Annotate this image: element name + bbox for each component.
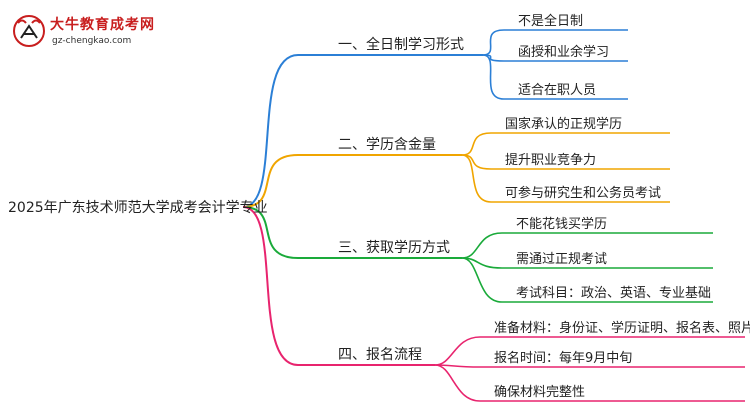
branch-topic-1: 一、全日制学习形式: [338, 36, 464, 53]
branch-topic-3: 三、获取学历方式: [338, 240, 450, 256]
leaf-topic-3-3: 考试科目：政治、英语、专业基础: [516, 286, 711, 301]
branch-connector-3: [242, 206, 462, 259]
leaf-connector-3-1: [461, 232, 713, 259]
leaf-connector-1-2: [482, 54, 628, 62]
leaf-topic-2-1: 国家承认的正规学历: [505, 116, 622, 132]
leaf-connector-2-3: [461, 154, 670, 203]
leaf-connector-2-1: [461, 132, 670, 156]
leaf-topic-4-2: 报名时间：每年9月中旬: [494, 350, 632, 366]
leaf-topic-1-3: 适合在职人员: [518, 83, 596, 98]
leaf-connector-3-3: [461, 257, 713, 303]
leaf-connector-2-2: [461, 154, 670, 170]
leaf-topic-3-1: 不能花钱买学历: [516, 216, 607, 232]
leaf-topic-4-3: 确保材料完整性: [494, 385, 585, 400]
leaf-topic-1-1: 不是全日制: [518, 13, 583, 29]
branch-topic-4: 四、报名流程: [338, 347, 422, 363]
branch-connector-1: [242, 54, 483, 208]
bull-logo-icon: [13, 15, 45, 47]
logo: 大牛教育成考网 gz-chengkao.com: [8, 8, 178, 52]
connector-lines: [242, 29, 745, 402]
branch-topic-2: 二、学历含金量: [338, 137, 436, 153]
mind-map-nodes: 2025年广东技术师范大学成考会计学专业 一、全日制学习形式 不是全日制函授和业余学…: [8, 13, 750, 400]
leaf-connector-3-2: [461, 257, 713, 269]
branch-connector-4: [242, 206, 435, 366]
leaf-topic-1-2: 函授和业余学习: [518, 44, 609, 60]
branch-connector-2: [242, 154, 462, 208]
leaf-connector-1-3: [482, 54, 628, 100]
leaf-topic-2-2: 提升职业竞争力: [505, 152, 596, 168]
leaf-connector-4-3: [434, 364, 745, 402]
leaf-topic-2-3: 可参与研究生和公务员考试: [505, 185, 661, 201]
logo-title: 大牛教育成考网: [50, 17, 155, 33]
leaf-connector-4-2: [434, 364, 745, 368]
logo-url: gz-chengkao.com: [52, 36, 132, 46]
leaf-topic-4-1: 准备材料：身份证、学历证明、报名表、照片: [494, 320, 750, 336]
leaf-connector-1-1: [482, 29, 628, 56]
leaf-topic-3-2: 需通过正规考试: [516, 252, 607, 267]
root-topic: 2025年广东技术师范大学成考会计学专业: [8, 199, 268, 216]
leaf-connector-4-1: [434, 336, 745, 366]
